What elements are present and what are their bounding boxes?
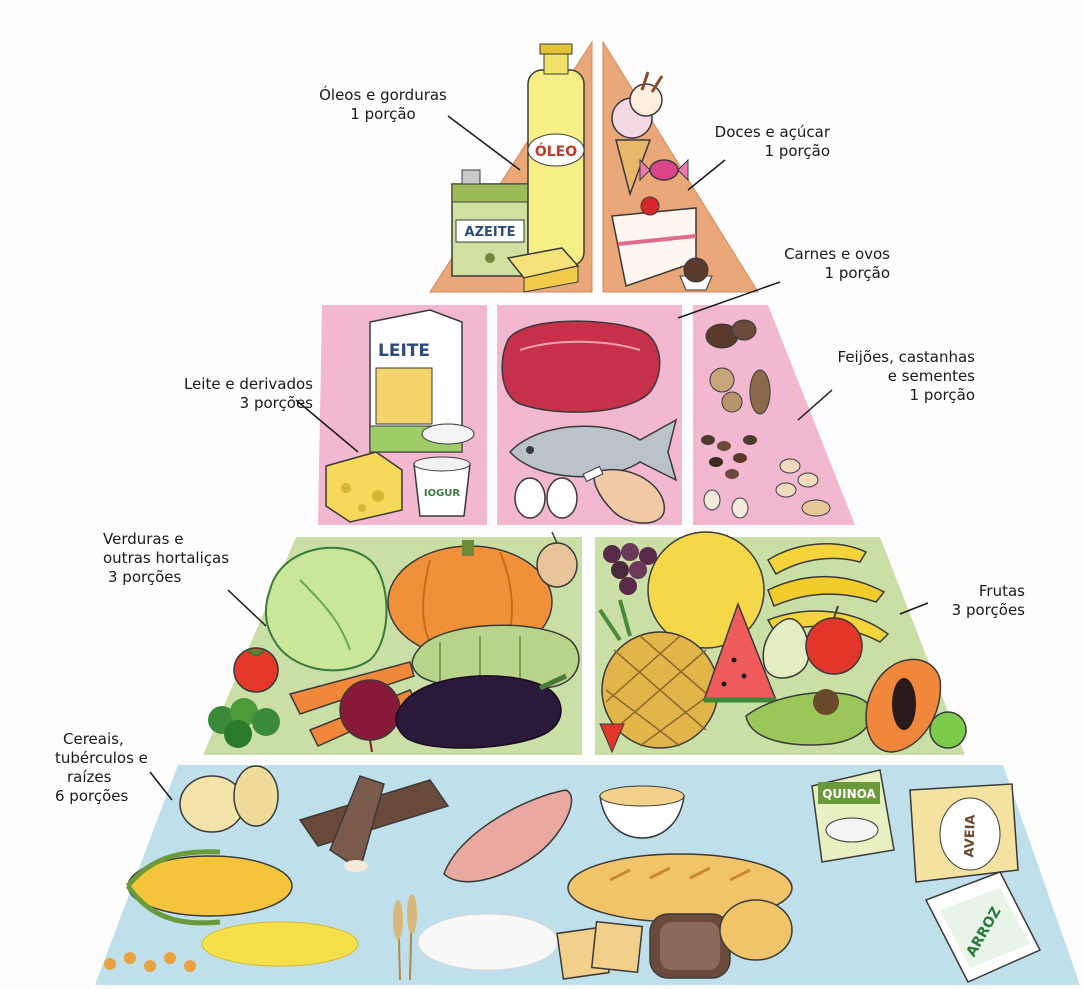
label-verduras-name-line1: Verduras e <box>103 530 283 549</box>
cream-cup-icon <box>422 424 474 444</box>
tier-carnes <box>497 305 682 525</box>
label-leite-portion: 3 porções <box>128 394 313 413</box>
label-frutas: Frutas 3 porções <box>900 582 1025 620</box>
tier-feijoes <box>693 305 855 525</box>
leader-line-doces <box>688 160 725 190</box>
steak-icon <box>502 321 660 412</box>
aveia-label-text: AVEIA <box>962 814 978 858</box>
label-verduras: Verduras e outras hortaliças 3 porções <box>103 530 283 587</box>
tier-oleos: AZEITE ÓLEO <box>430 42 592 292</box>
label-feijoes-portion: 1 porção <box>790 386 975 405</box>
label-verduras-name-line2: outras hortaliças <box>103 549 283 568</box>
label-cereais-name-line2: tubérculos e <box>55 749 185 768</box>
azeite-label-text: AZEITE <box>465 225 516 240</box>
tomato-icon <box>234 648 278 692</box>
label-oleos: Óleos e gorduras 1 porção <box>298 86 468 124</box>
oats-box-icon: AVEIA <box>910 784 1018 882</box>
label-leite-name: Leite e derivados <box>128 375 313 394</box>
tier-frutas <box>595 532 966 755</box>
label-cereais: Cereais, tubérculos e raízes 6 porções <box>55 730 185 806</box>
label-oleos-name: Óleos e gorduras <box>298 86 468 105</box>
cornmeal-icon <box>202 922 358 966</box>
label-carnes-portion: 1 porção <box>730 264 890 283</box>
lettuce-icon <box>266 548 387 671</box>
flour-icon <box>418 914 558 970</box>
label-frutas-portion: 3 porções <box>900 601 1025 620</box>
leite-label-text: LEITE <box>378 341 430 361</box>
quinoa-label-text: QUINOA <box>822 787 876 801</box>
label-frutas-name: Frutas <box>900 582 1025 601</box>
oleo-label-text: ÓLEO <box>535 142 577 160</box>
lime-icon <box>930 712 966 748</box>
oil-bottle-icon: ÓLEO <box>528 44 584 266</box>
label-feijoes-name-line1: Feijões, castanhas <box>790 348 975 367</box>
bread-roll-icon <box>720 900 792 960</box>
iogurte-label-text: IOGUR <box>424 488 461 499</box>
label-doces-name: Doces e açúcar <box>690 123 830 142</box>
label-carnes: Carnes e ovos 1 porção <box>730 245 890 283</box>
label-oleos-portion: 1 porção <box>298 105 468 124</box>
tier-leite: LEITE IOGUR <box>318 305 487 525</box>
tier-cereais: QUINOA AVEIA ARROZ <box>95 765 1080 985</box>
cheese-icon <box>326 452 402 522</box>
yogurt-icon: IOGUR <box>414 457 470 516</box>
toast-icon <box>650 914 730 978</box>
leader-line-oleos <box>448 116 520 170</box>
label-verduras-portion: 3 porções <box>103 568 283 587</box>
label-leite: Leite e derivados 3 porções <box>128 375 313 413</box>
label-feijoes-name-line2: e sementes <box>790 367 975 386</box>
leader-line-verduras <box>228 590 266 626</box>
label-feijoes: Feijões, castanhas e sementes 1 porção <box>790 348 975 405</box>
quinoa-box-icon: QUINOA <box>812 770 894 862</box>
label-cereais-portion: 6 porções <box>55 787 185 806</box>
label-carnes-name: Carnes e ovos <box>730 245 890 264</box>
label-doces-portion: 1 porção <box>690 142 830 161</box>
label-cereais-name-line3: raízes <box>55 768 185 787</box>
label-cereais-name-line1: Cereais, <box>55 730 185 749</box>
label-doces: Doces e açúcar 1 porção <box>690 123 830 161</box>
